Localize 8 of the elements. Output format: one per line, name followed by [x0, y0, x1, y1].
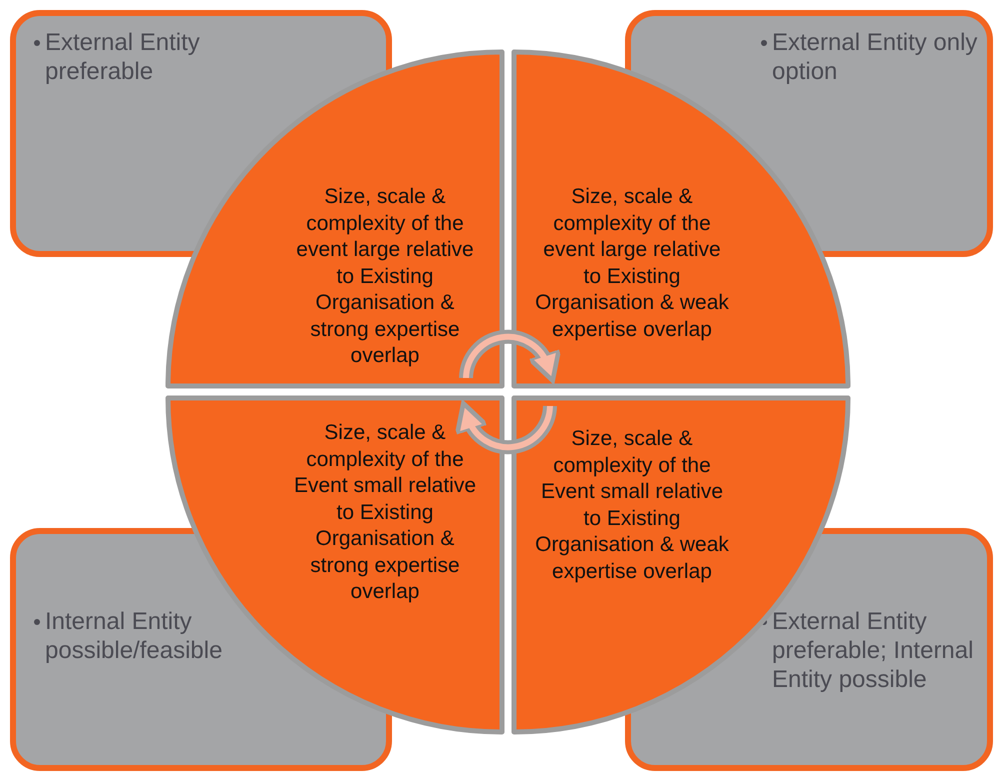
box-text: Internal Entity possible/feasible	[45, 607, 224, 665]
box-text: External Entity only option	[772, 28, 978, 86]
quadrant-text: Size, scale & complexity of the event large relative to Existing Organisation & weak expertise overlap	[534, 184, 730, 342]
quadrant-text: Size, scale & complexity of the event large relative to Existing Organisation & strong expertise overlap	[295, 184, 475, 369]
box-text: External Entity preferable	[45, 28, 201, 86]
quadrant-text: Size, scale & complexity of the Event small relative to Existing Organisation & strong expertise overlap	[292, 420, 478, 605]
quadrant-text: Size, scale & complexity of the Event small relative to Existing Organisation & weak expertise overlap	[534, 426, 730, 584]
box-text: External Entity preferable; Internal Entity possible	[772, 607, 974, 694]
